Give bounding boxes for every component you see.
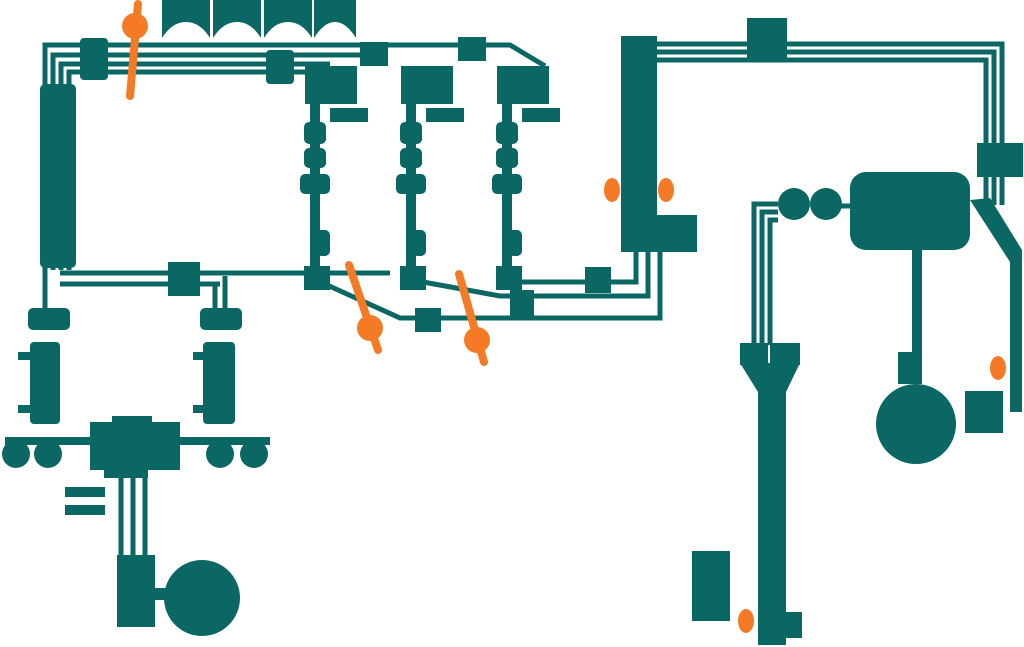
square-tank-right [965, 391, 1003, 433]
branch-1-valve-top [330, 108, 368, 122]
manifold-pipe-4 [66, 69, 305, 270]
valve-handles [122, 0, 490, 366]
pump-5 [778, 188, 810, 220]
lower-right-cabinet [692, 551, 730, 621]
branch-1 [300, 66, 368, 290]
right-drop-pipe-1 [751, 201, 778, 345]
side-bar-2 [65, 505, 105, 515]
branch-1-coupling-3 [300, 174, 330, 194]
valve-handle-middle-1 [345, 261, 383, 354]
left-tab-4 [193, 405, 205, 413]
stem-block [898, 352, 922, 384]
branch-1-coupling-2 [304, 148, 326, 168]
valve-marker-2 [658, 178, 674, 202]
valve-handle-middle-2 [455, 270, 490, 366]
middle-fitting [168, 262, 200, 296]
pump-4 [240, 440, 268, 468]
branch-2-tank [401, 66, 453, 104]
right-drop-pipe-2 [759, 209, 778, 345]
manifold-fitting-4 [458, 37, 486, 61]
left-coupling-1 [28, 308, 70, 330]
funnel-collar-2 [770, 343, 800, 365]
cross-fitting-1 [415, 308, 441, 332]
main-manifold [42, 42, 547, 270]
center-tank-side [655, 215, 697, 252]
branch-3-coupling-2 [496, 148, 518, 168]
central-block [90, 422, 180, 470]
header-chamber-1 [162, 0, 210, 38]
branch-2-coupling-4 [412, 230, 426, 256]
bottom-tank-round [164, 560, 240, 636]
right-manifold-box [977, 143, 1023, 177]
left-tank-2 [203, 342, 235, 424]
branch-3-foot [496, 266, 522, 290]
pump-1 [2, 440, 30, 468]
right-manifold-fitting [747, 18, 787, 62]
branch-3-coupling-4 [508, 230, 522, 256]
central-block-base [104, 468, 148, 478]
branch-2-coupling-2 [400, 148, 422, 168]
manifold-pipe-1 [42, 42, 547, 270]
left-tab-3 [193, 352, 205, 360]
header-chamber-4 [314, 0, 356, 38]
branch-1-coupling-4 [316, 230, 330, 256]
manifold-fitting-2 [266, 50, 294, 84]
pump-2 [34, 440, 62, 468]
center-vertical-tank [621, 36, 657, 252]
branch-1-coupling-1 [304, 122, 326, 144]
branch-2 [396, 66, 464, 290]
branch-3-coupling-1 [496, 122, 518, 144]
long-riser [758, 405, 786, 645]
right-edge-pipe [1010, 250, 1022, 412]
branch-2-coupling-1 [400, 122, 422, 144]
branch-3-valve-top [522, 108, 560, 122]
branch-2-valve-top [426, 108, 464, 122]
vertical-tank-left [40, 84, 76, 268]
valve-markers [604, 178, 1006, 633]
funnel-collar-1 [740, 343, 768, 365]
valve-marker-3 [990, 356, 1006, 380]
pump-3 [206, 440, 234, 468]
valve-handle-top [122, 0, 148, 100]
cross-fitting-2 [510, 290, 534, 318]
left-tank-1 [30, 342, 60, 424]
central-block-cap [112, 416, 152, 424]
manifold-fitting-1 [80, 38, 108, 80]
funnel [740, 363, 800, 410]
side-bar-1 [65, 487, 105, 497]
left-tab-2 [18, 405, 32, 413]
branch-3 [492, 66, 560, 290]
diagonal-link [970, 198, 1022, 262]
header-chamber-3 [264, 0, 312, 38]
cross-pipe-2 [411, 250, 651, 299]
manifold-pipe-3 [58, 61, 330, 270]
cross-pipe-3 [508, 250, 639, 285]
branch-3-coupling-3 [492, 174, 522, 194]
valve-marker-4 [738, 609, 754, 633]
valve-marker-1 [604, 178, 620, 202]
large-reservoir [850, 172, 970, 250]
right-drop-pipe-3 [767, 217, 778, 345]
drop-lines [118, 476, 148, 560]
left-tab-1 [18, 352, 32, 360]
branch-1-tank [305, 66, 357, 104]
left-coupling-2 [200, 308, 242, 330]
bottom-tank-block [117, 555, 155, 627]
branch-2-coupling-3 [396, 174, 426, 194]
right-lower-lines [751, 201, 860, 345]
reservoir-stem [912, 248, 922, 368]
branch-3-tank [497, 66, 549, 104]
pump-6 [810, 188, 842, 220]
cross-fitting-3 [585, 267, 611, 293]
round-tank-right [876, 384, 956, 464]
manifold-fitting-3 [360, 42, 388, 66]
header-chambers [162, 0, 356, 38]
bottom-tank-connector [153, 588, 167, 600]
riser-side-block [784, 612, 802, 638]
header-chamber-2 [213, 0, 261, 38]
